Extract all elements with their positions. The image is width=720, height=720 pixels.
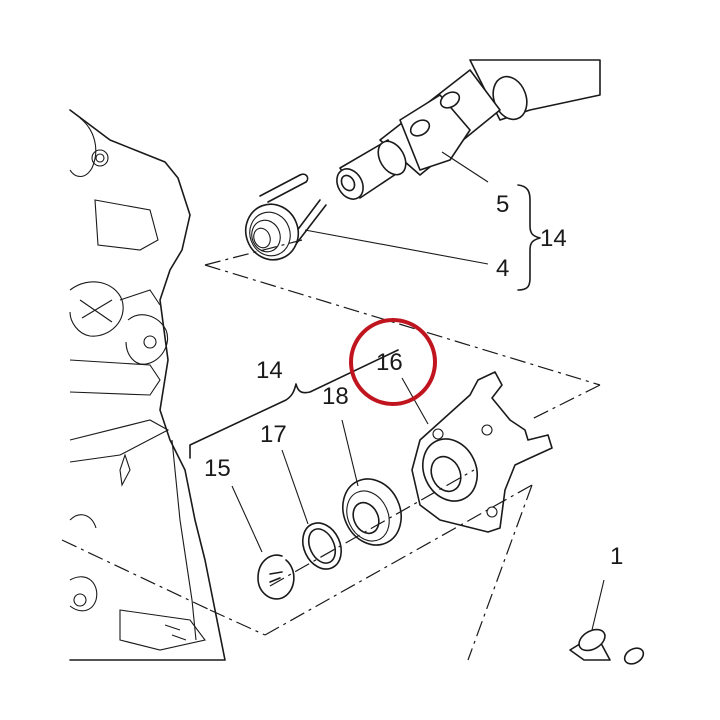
callout-17: 17 bbox=[260, 421, 287, 448]
callout-1: 1 bbox=[610, 543, 623, 570]
bracket-14-right bbox=[517, 184, 541, 291]
bracket-14-left bbox=[189, 349, 399, 459]
crankcase-housing bbox=[69, 109, 226, 661]
callout-5: 5 bbox=[496, 191, 509, 218]
callout-18: 18 bbox=[322, 383, 349, 410]
cam-plate bbox=[411, 371, 553, 533]
callout-14-top: 14 bbox=[540, 225, 567, 252]
o-ring bbox=[301, 522, 343, 570]
callout-15: 15 bbox=[204, 455, 231, 482]
shift-shaft bbox=[336, 59, 601, 200]
callout-16: 16 bbox=[376, 349, 403, 376]
oil-seal bbox=[342, 478, 402, 546]
pin-part bbox=[569, 628, 645, 665]
circlip bbox=[257, 554, 295, 600]
reference-lines bbox=[61, 239, 601, 661]
highlight-circle bbox=[349, 318, 437, 406]
torsion-spring bbox=[244, 173, 327, 261]
callout-14-left: 14 bbox=[256, 357, 283, 384]
callout-4: 4 bbox=[496, 255, 509, 282]
leader-lines bbox=[231, 151, 605, 631]
